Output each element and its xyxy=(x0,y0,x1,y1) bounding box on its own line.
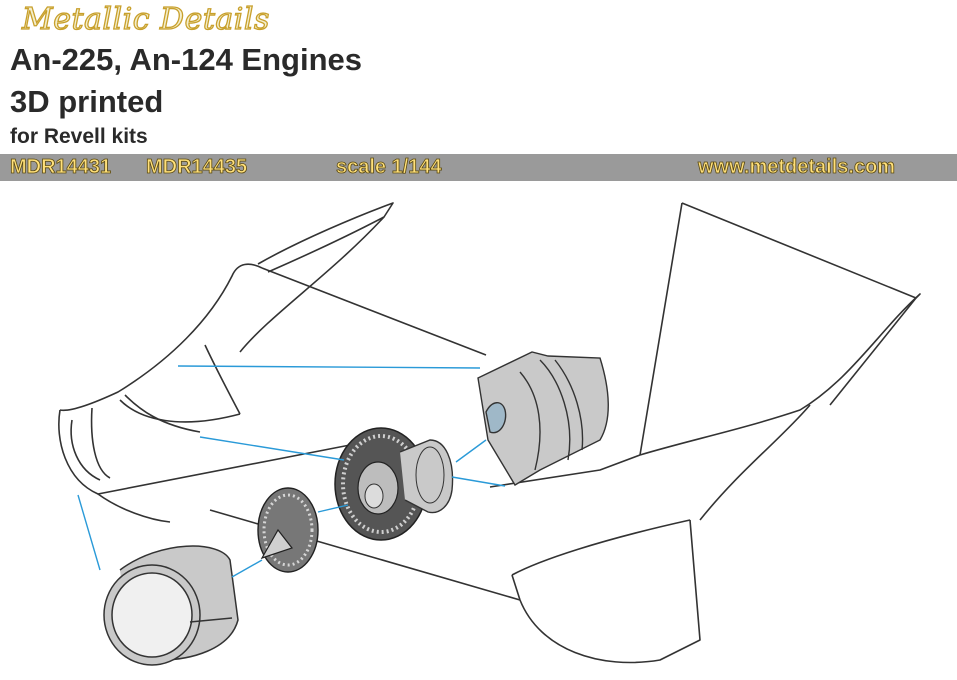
engine-assembly-drawing xyxy=(58,202,921,666)
product-title: An-225, An-124 Engines xyxy=(10,42,363,77)
fan-disc-part xyxy=(334,427,454,541)
website-label: www.metdetails.com xyxy=(698,156,896,179)
product-code-2: MDR14435 xyxy=(146,156,248,179)
compressor-rotor-part xyxy=(257,487,319,573)
assembly-guide-lines xyxy=(77,365,506,578)
wing-outline xyxy=(58,202,921,664)
info-bar: MDR14431 MDR14435 scale 1/144 www.metdet… xyxy=(0,154,957,181)
kit-compatibility: for Revell kits xyxy=(10,125,148,148)
product-code-1: MDR14431 xyxy=(10,156,112,179)
intake-ring-part xyxy=(103,545,239,666)
brand-logo: Metallic Details xyxy=(21,1,270,37)
scale-label: scale 1/144 xyxy=(336,156,442,179)
exhaust-cone-part xyxy=(477,351,609,486)
product-subtitle: 3D printed xyxy=(10,84,164,119)
